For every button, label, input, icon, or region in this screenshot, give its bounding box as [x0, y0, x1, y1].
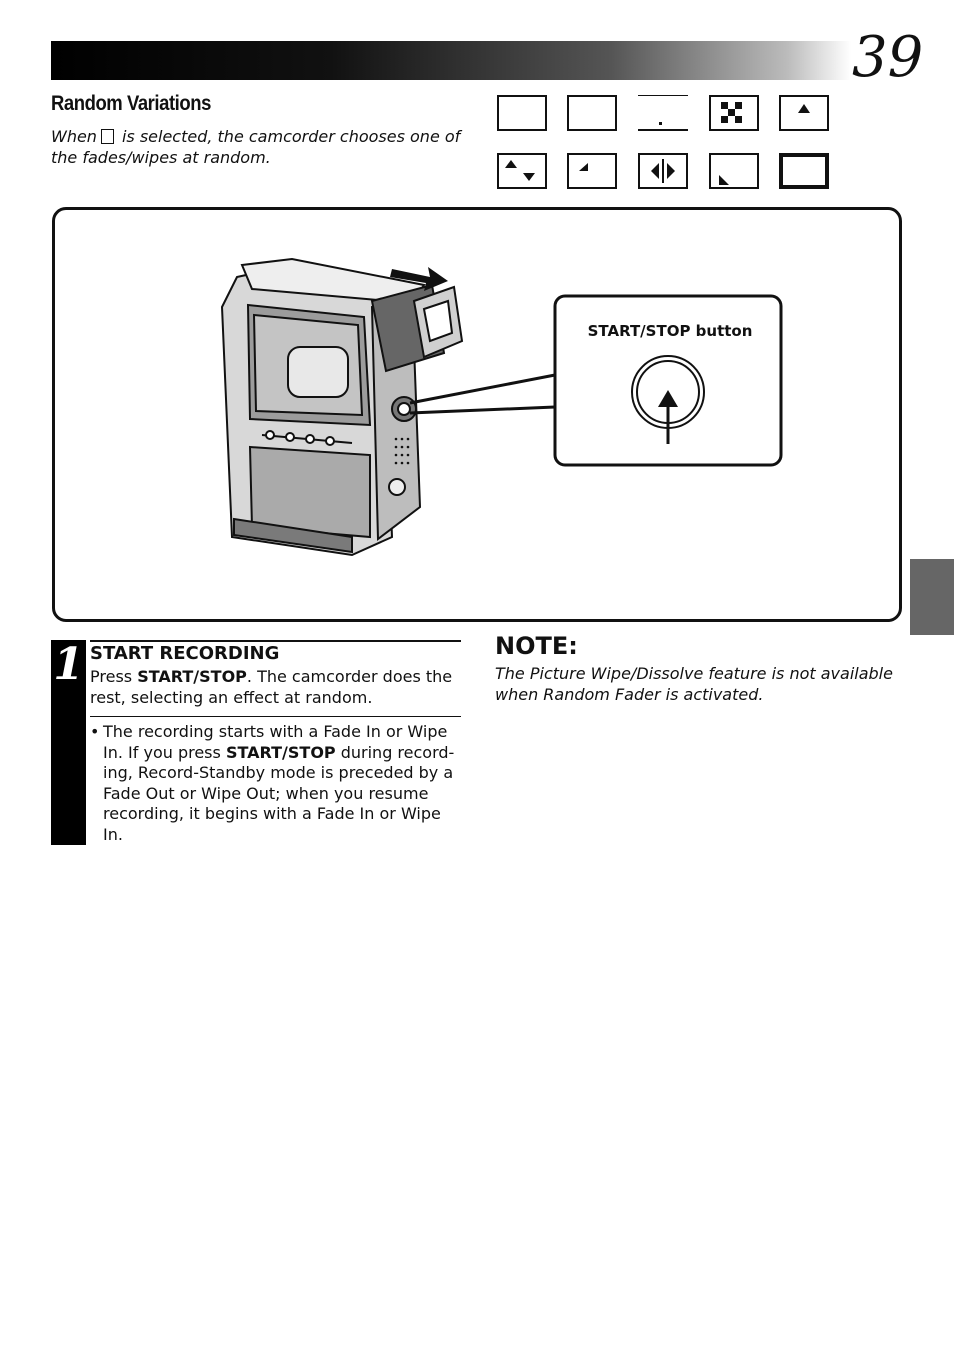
random-fader-icon	[100, 129, 114, 144]
note-text: The Picture Wipe/Dissolve feature is not…	[495, 664, 893, 704]
fade-black-icon	[567, 95, 617, 131]
step-divider	[90, 716, 461, 717]
step-text: Press START/STOP. The camcorder does the…	[90, 666, 460, 708]
mono-fader-icon	[638, 95, 688, 131]
camcorder-illustration	[220, 257, 783, 557]
shutter-wipe-icon	[779, 95, 829, 131]
intro-text-after: is selected, the camcorder chooses one o…	[51, 127, 461, 167]
bullet-part1: The recording starts with a Fade In or W…	[103, 722, 448, 762]
step-text-prefix: Press	[90, 667, 138, 686]
bullet-part2: during record-ing, Record-Standby mode i…	[103, 742, 455, 844]
step-bullet: •The recording starts with a Fade In or …	[90, 722, 460, 846]
bullet-bold: START/STOP	[225, 742, 336, 762]
section-tab	[910, 559, 954, 635]
step-title: START RECORDING	[90, 643, 280, 664]
mosaic-fader-icon	[709, 95, 759, 131]
intro-text-before: When	[51, 127, 97, 146]
corner-wipe-icon	[709, 153, 759, 189]
step-bar	[51, 640, 86, 845]
illustration-frame	[52, 207, 902, 622]
door-wipe-horizontal-icon	[638, 153, 688, 189]
step-number: 1	[53, 639, 84, 690]
door-wipe-icon	[497, 153, 547, 189]
slide-wipe-icon	[567, 153, 617, 189]
section-title: Random Variations	[51, 92, 211, 115]
fade-white-icon	[497, 95, 547, 131]
step-top-rule	[90, 640, 461, 642]
start-stop-callout-label: START/STOP button	[587, 322, 753, 340]
bullet-marker: •	[90, 722, 100, 741]
page-number: 39	[852, 25, 924, 90]
window-wipe-icon	[779, 153, 829, 189]
step-text-bold: START/STOP	[137, 667, 247, 686]
header-bar	[51, 41, 851, 80]
note-title: NOTE:	[495, 632, 578, 660]
step-text-suffix: . The camcorder does the rest, selecting…	[90, 667, 453, 707]
